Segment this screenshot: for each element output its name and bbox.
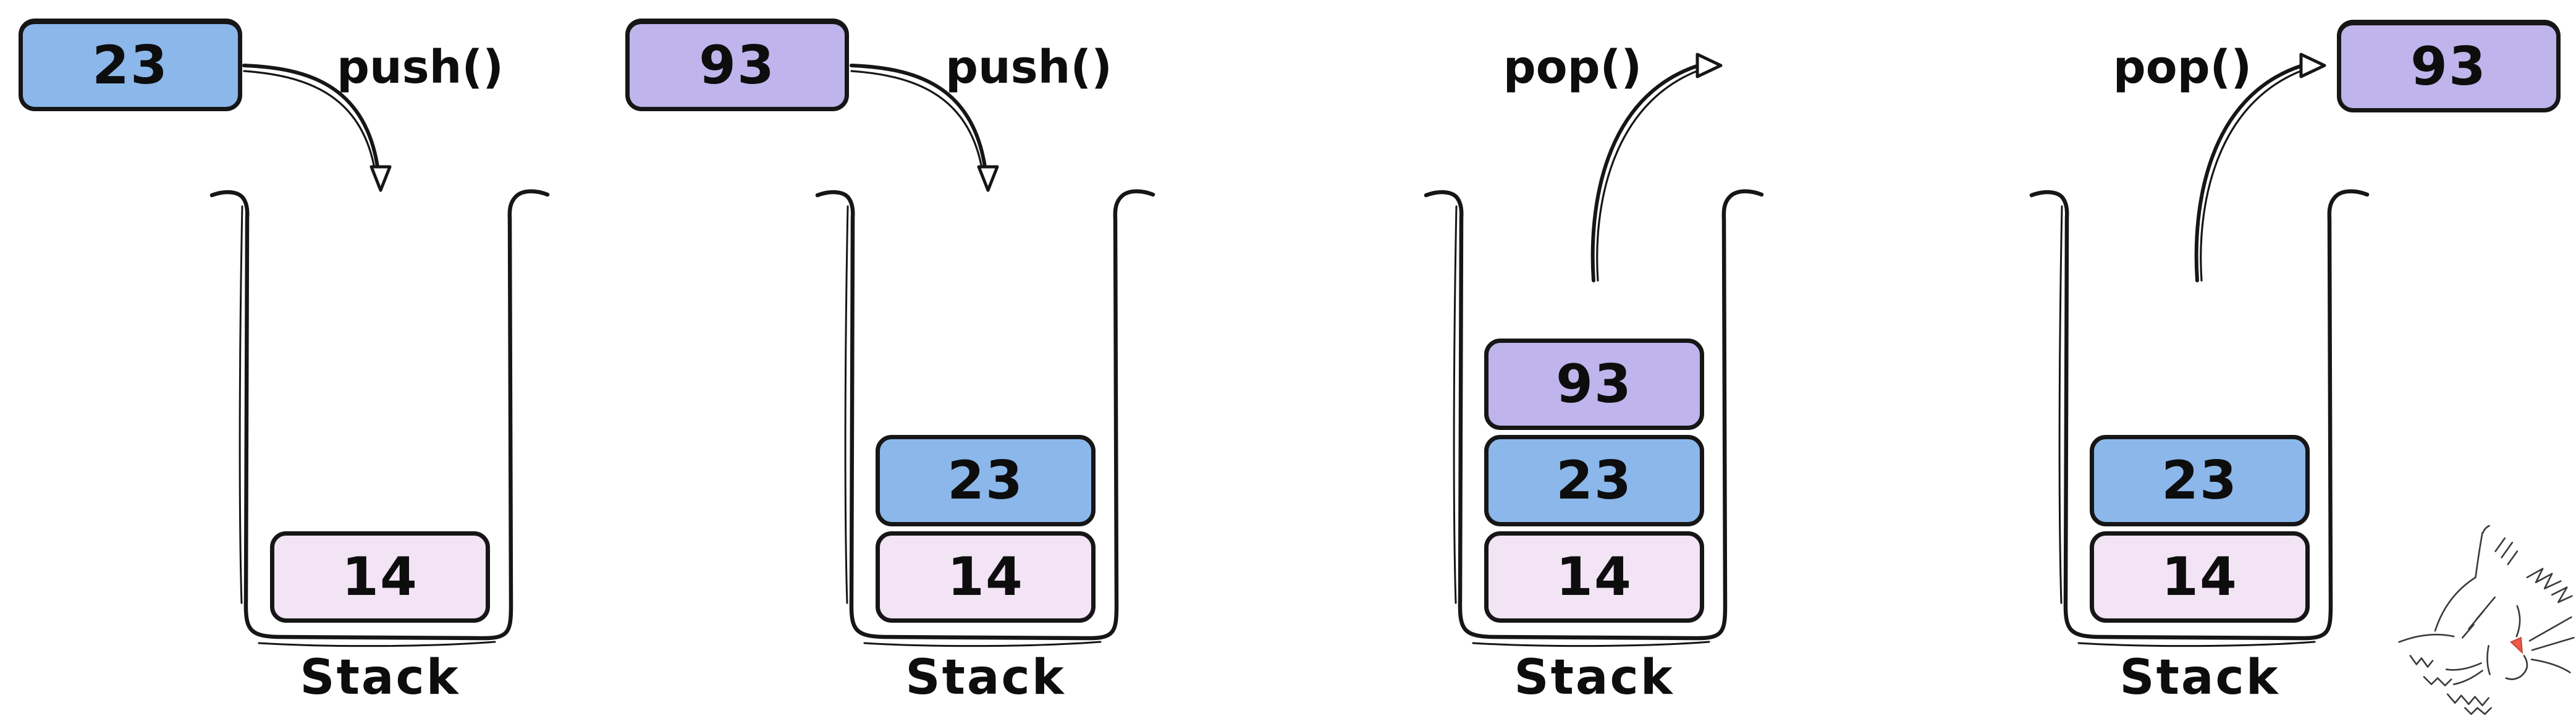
stack-item: 14 xyxy=(270,531,490,623)
push-arrow-icon xyxy=(242,64,392,192)
stack-item-value: 14 xyxy=(2161,546,2238,608)
stack-item-value: 23 xyxy=(947,450,1024,512)
stack-label: Stack xyxy=(2119,650,2280,705)
popped-item-box: 93 xyxy=(2337,20,2561,112)
stack-container-outline xyxy=(209,189,550,647)
incoming-item-value: 23 xyxy=(92,35,169,96)
pop-arrow-icon xyxy=(1590,53,1723,282)
stack-item-value: 93 xyxy=(1556,353,1632,415)
stack-item: 14 xyxy=(876,531,1096,623)
push-arrow-icon xyxy=(850,64,999,192)
cat-doodle xyxy=(2398,524,2575,715)
cat-nose xyxy=(2509,636,2523,654)
pop-arrow-icon xyxy=(2194,53,2326,282)
pop-operation-label: pop() xyxy=(2113,41,2252,94)
stack-item: 23 xyxy=(1484,435,1704,526)
panel-push-23: 23 push() 14 Stack xyxy=(0,0,612,716)
panel-pop-result: pop() 93 23 14 Stack xyxy=(1897,0,2576,716)
pop-operation-label: pop() xyxy=(1503,41,1642,94)
stack-label: Stack xyxy=(905,650,1066,705)
stack-container-outline xyxy=(815,189,1155,647)
stack-item: 23 xyxy=(2090,435,2310,526)
stack-item: 93 xyxy=(1484,339,1704,430)
stack-container-outline xyxy=(2029,189,2370,647)
incoming-item-box: 93 xyxy=(625,19,849,111)
stack-label: Stack xyxy=(300,650,460,705)
push-operation-label: push() xyxy=(945,41,1113,94)
stack-label: Stack xyxy=(1514,650,1674,705)
stack-item: 23 xyxy=(876,435,1096,526)
stack-item: 14 xyxy=(2090,531,2310,623)
stack-item-value: 23 xyxy=(2161,450,2238,512)
stack-item-value: 14 xyxy=(342,546,418,608)
stack-container-outline xyxy=(1424,189,1764,647)
panel-pop-top: pop() 93 23 14 Stack xyxy=(1223,0,1897,716)
stack-item-value: 23 xyxy=(1556,450,1632,512)
incoming-item-box: 23 xyxy=(19,19,242,111)
stack-item-value: 14 xyxy=(1556,546,1632,608)
popped-item-value: 93 xyxy=(2410,36,2487,98)
stack-item: 14 xyxy=(1484,531,1704,623)
panel-push-93: 93 push() 23 14 Stack xyxy=(612,0,1223,716)
incoming-item-value: 93 xyxy=(699,35,775,96)
stack-item-value: 14 xyxy=(947,546,1024,608)
push-operation-label: push() xyxy=(336,41,504,94)
